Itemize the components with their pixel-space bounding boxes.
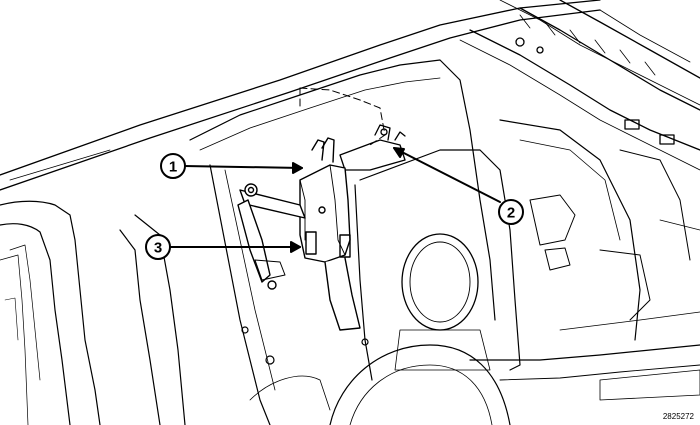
callout-1-label: 1 (169, 159, 177, 176)
left-pillar-trim (0, 200, 186, 425)
roof-structure (0, 0, 700, 191)
callout-3: 3 (145, 234, 171, 260)
arrowhead-3 (290, 241, 301, 253)
callout-1: 1 (160, 153, 186, 179)
figure-id: 2825272 (662, 412, 694, 421)
leader-1 (183, 165, 303, 169)
callout-2: 2 (498, 199, 524, 225)
quarter-panel (189, 59, 700, 425)
arrowhead-2 (393, 147, 405, 158)
leader-2 (393, 147, 501, 203)
arrowhead-1 (292, 162, 303, 174)
callout-3-label: 3 (154, 240, 162, 257)
seat-belt-assembly (237, 137, 361, 331)
callout-2-label: 2 (507, 205, 515, 222)
leader-lines (169, 147, 501, 253)
